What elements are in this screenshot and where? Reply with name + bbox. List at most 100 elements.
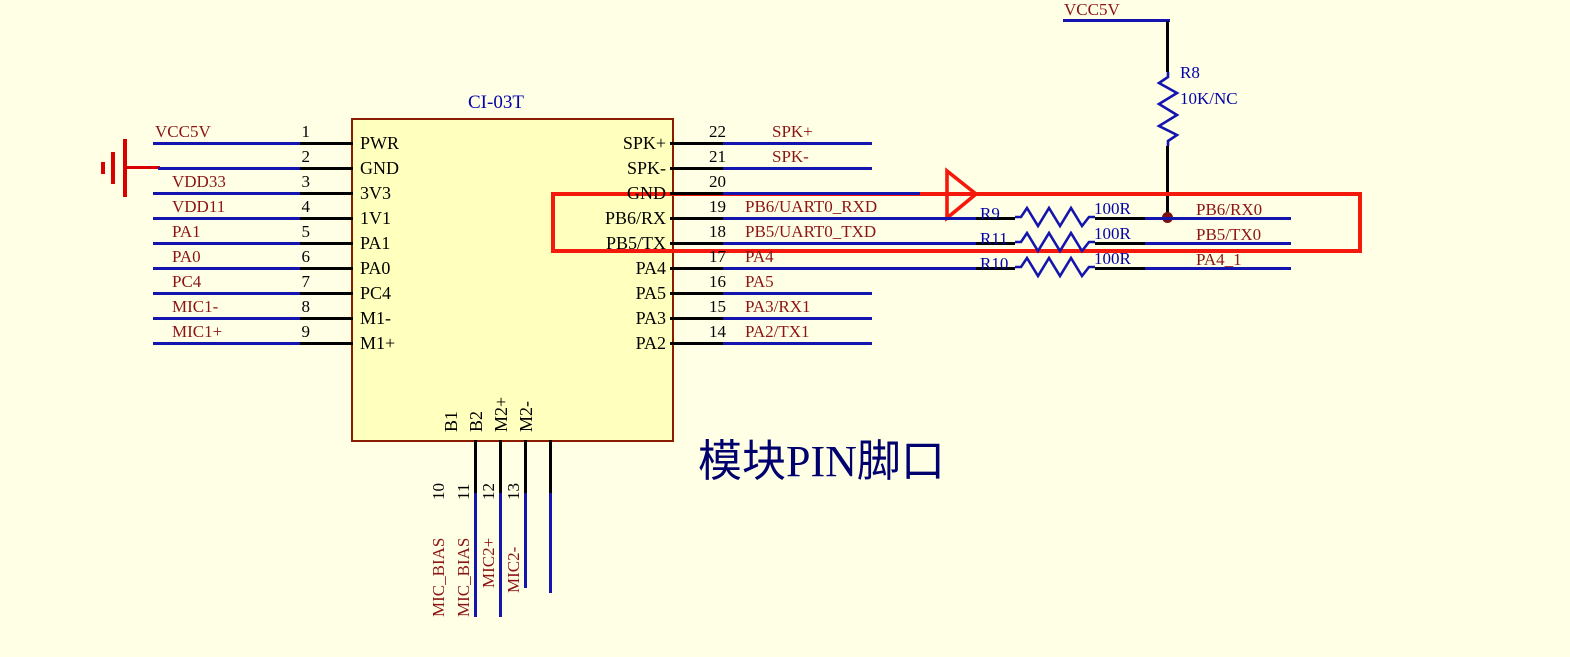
ground-symbol-icon[interactable] bbox=[101, 162, 105, 174]
pin-stub[interactable] bbox=[670, 317, 723, 320]
net-label[interactable]: MIC_BIAS bbox=[454, 537, 473, 617]
ground-symbol-icon[interactable] bbox=[111, 152, 115, 184]
pin-stub[interactable] bbox=[670, 217, 723, 220]
pin-stub[interactable] bbox=[300, 242, 353, 245]
pullup-wire[interactable] bbox=[1166, 146, 1169, 218]
net-label[interactable]: PB5/UART0_TXD bbox=[745, 222, 877, 241]
pin-wire[interactable] bbox=[723, 342, 872, 345]
pin-wire[interactable] bbox=[153, 267, 300, 270]
net-label[interactable]: PA2/TX1 bbox=[745, 322, 810, 341]
resistor-value[interactable]: 100R bbox=[1094, 249, 1131, 268]
pin-wire[interactable] bbox=[153, 217, 300, 220]
net-label[interactable]: PA0 bbox=[172, 247, 201, 266]
pin-stub[interactable] bbox=[670, 267, 723, 270]
resistor-ref[interactable]: R9 bbox=[980, 204, 1000, 223]
pin-stub[interactable] bbox=[670, 192, 723, 195]
pin-stub[interactable] bbox=[474, 440, 477, 493]
resistor-ref[interactable]: R11 bbox=[980, 229, 1008, 248]
pin-stub[interactable] bbox=[300, 217, 353, 220]
pin-wire[interactable] bbox=[153, 192, 300, 195]
pin-wire[interactable] bbox=[158, 167, 300, 170]
resistor-terminal[interactable] bbox=[1095, 267, 1145, 270]
pin-wire[interactable] bbox=[723, 242, 976, 245]
net-label[interactable]: PB5/TX0 bbox=[1196, 225, 1262, 244]
pullup-wire[interactable] bbox=[1063, 19, 1170, 22]
pin-wire[interactable] bbox=[723, 217, 976, 220]
net-label[interactable]: PA4_1 bbox=[1196, 250, 1242, 269]
net-label[interactable]: VDD33 bbox=[172, 172, 226, 191]
pin-wire[interactable] bbox=[1145, 242, 1291, 245]
pin-wire[interactable] bbox=[474, 493, 477, 617]
net-label[interactable]: PB6/RX0 bbox=[1196, 200, 1263, 219]
resistor-terminal[interactable] bbox=[976, 267, 1015, 270]
pin-wire[interactable] bbox=[723, 317, 872, 320]
pin-stub[interactable] bbox=[670, 142, 723, 145]
net-label[interactable]: SPK- bbox=[772, 147, 809, 166]
pin-stub[interactable] bbox=[670, 167, 723, 170]
resistor-zigzag[interactable] bbox=[1015, 230, 1095, 254]
pin-wire[interactable] bbox=[723, 267, 976, 270]
net-label[interactable]: PA4 bbox=[745, 247, 774, 266]
net-label[interactable]: MIC2- bbox=[504, 546, 523, 593]
pin-wire[interactable] bbox=[153, 317, 300, 320]
pin-wire[interactable] bbox=[524, 493, 527, 588]
resistor-terminal[interactable] bbox=[976, 217, 1015, 220]
pin-stub[interactable] bbox=[300, 192, 353, 195]
resistor-terminal[interactable] bbox=[1095, 242, 1145, 245]
net-label[interactable]: PA5 bbox=[745, 272, 774, 291]
resistor-terminal[interactable] bbox=[1095, 217, 1145, 220]
pin-stub[interactable] bbox=[300, 342, 353, 345]
resistor-terminal[interactable] bbox=[976, 242, 1015, 245]
highlight-rectangle[interactable] bbox=[551, 192, 1362, 253]
pin-stub[interactable] bbox=[300, 292, 353, 295]
net-label[interactable]: SPK+ bbox=[772, 122, 813, 141]
pin-stub[interactable] bbox=[670, 342, 723, 345]
pin-wire[interactable] bbox=[723, 142, 872, 145]
pin-wire[interactable] bbox=[723, 292, 872, 295]
resistor-r8-zigzag[interactable] bbox=[1156, 72, 1180, 146]
pullup-wire[interactable] bbox=[1166, 21, 1169, 72]
ground-wire[interactable] bbox=[125, 166, 160, 169]
net-label[interactable]: MIC1+ bbox=[172, 322, 223, 341]
net-label[interactable]: VCC5V bbox=[155, 122, 211, 141]
net-label[interactable]: PC4 bbox=[172, 272, 202, 291]
pin-stub[interactable] bbox=[670, 292, 723, 295]
net-label[interactable]: PA3/RX1 bbox=[745, 297, 811, 316]
pin-wire[interactable] bbox=[153, 342, 300, 345]
pin-stub[interactable] bbox=[670, 242, 723, 245]
caption-text[interactable]: 模块PIN脚口 bbox=[698, 437, 945, 486]
net-label[interactable]: MIC_BIAS bbox=[429, 537, 448, 617]
pin-stub[interactable] bbox=[300, 267, 353, 270]
net-label[interactable]: MIC2+ bbox=[479, 537, 498, 588]
pin-stub[interactable] bbox=[549, 440, 552, 493]
resistor-ref[interactable]: R8 bbox=[1180, 63, 1200, 82]
resistor-ref[interactable]: R10 bbox=[980, 254, 1009, 273]
net-label[interactable]: MIC1- bbox=[172, 297, 219, 316]
component-body[interactable] bbox=[351, 118, 674, 442]
pin-stub[interactable] bbox=[300, 317, 353, 320]
pin-wire[interactable] bbox=[723, 167, 872, 170]
pin-wire[interactable] bbox=[1145, 267, 1291, 270]
resistor-value[interactable]: 100R bbox=[1094, 199, 1131, 218]
pin-wire[interactable] bbox=[153, 242, 300, 245]
resistor-value[interactable]: 100R bbox=[1094, 224, 1131, 243]
pin-wire[interactable] bbox=[153, 292, 300, 295]
pin-wire[interactable] bbox=[153, 142, 300, 145]
pin-stub[interactable] bbox=[524, 440, 527, 493]
net-label-vcc5v[interactable]: VCC5V bbox=[1064, 0, 1120, 19]
pin-stub[interactable] bbox=[300, 142, 353, 145]
pin-wire[interactable] bbox=[723, 192, 920, 195]
resistor-zigzag[interactable] bbox=[1015, 205, 1095, 229]
net-label[interactable]: PA1 bbox=[172, 222, 201, 241]
pin-wire[interactable] bbox=[499, 493, 502, 617]
net-label[interactable]: VDD11 bbox=[172, 197, 226, 216]
pin-stub[interactable] bbox=[300, 167, 353, 170]
net-label[interactable]: PB6/UART0_RXD bbox=[745, 197, 878, 216]
component-designator[interactable]: CI-03T bbox=[468, 92, 524, 113]
pin-wire[interactable] bbox=[1145, 217, 1291, 220]
highlight-arrow-icon[interactable] bbox=[943, 167, 981, 223]
resistor-value[interactable]: 10K/NC bbox=[1180, 89, 1238, 108]
resistor-zigzag[interactable] bbox=[1015, 255, 1095, 279]
pin-stub[interactable] bbox=[499, 440, 502, 493]
pin-wire[interactable] bbox=[549, 493, 552, 593]
